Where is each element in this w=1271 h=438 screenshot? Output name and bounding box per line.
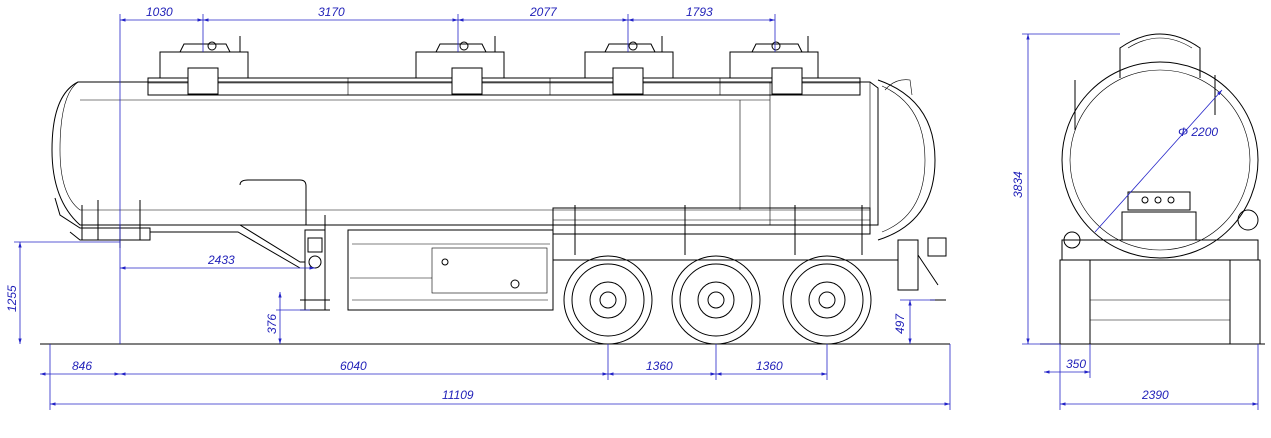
- cabinet: [347, 229, 554, 311]
- rear-bumper: [897, 237, 947, 301]
- manhole-3: [584, 36, 674, 95]
- dimensions: 1030 3170 2077 1793 2433 1255 376 497 84…: [5, 5, 1259, 410]
- dim-coupling-height: 1255: [5, 285, 19, 312]
- rear-view: [1040, 33, 1265, 345]
- dim-top-1: 1030: [146, 5, 173, 19]
- tank-body: [51, 79, 936, 241]
- suspension-rails: [552, 205, 900, 261]
- front-chassis: [54, 179, 330, 311]
- manhole-4: [729, 36, 819, 95]
- dim-top-4: 1793: [686, 5, 713, 19]
- dim-top-2: 3170: [318, 5, 345, 19]
- rear-tank-shell: [1061, 61, 1259, 259]
- dim-overall-length: 11109: [442, 388, 474, 402]
- wheel-2: [671, 255, 761, 345]
- dim-diameter: Φ 2200: [1178, 125, 1218, 139]
- manhole-1: [159, 36, 249, 95]
- side-view: [40, 36, 950, 345]
- walkway: [147, 77, 861, 96]
- dim-rear-height-3834: 3834: [1011, 171, 1025, 198]
- dim-small-height: 376: [265, 314, 279, 334]
- manhole-2: [415, 36, 505, 95]
- wheel-1: [563, 255, 653, 345]
- dim-bottom-2: 6040: [340, 359, 367, 373]
- dim-rear-width: 2390: [1141, 388, 1169, 402]
- dim-bottom-4: 1360: [756, 359, 783, 373]
- dim-wheel-offset: 350: [1066, 357, 1086, 371]
- dim-top-3: 2077: [529, 5, 558, 19]
- wheel-3: [782, 255, 872, 345]
- dim-bottom-3: 1360: [646, 359, 673, 373]
- dim-rear-height: 497: [893, 313, 907, 334]
- dim-kingpin: 2433: [207, 253, 235, 267]
- dim-bottom-1: 846: [72, 359, 92, 373]
